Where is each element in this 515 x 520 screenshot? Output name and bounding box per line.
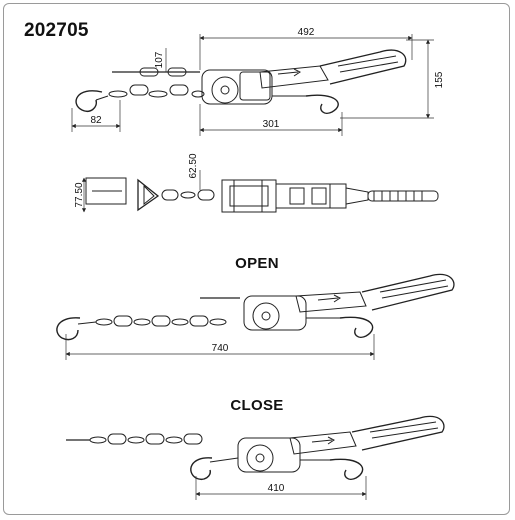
drawing-frame: [3, 3, 510, 515]
open-label: OPEN: [235, 255, 279, 272]
open-dimensions: [65, 334, 375, 360]
dim-740: 740: [212, 343, 229, 354]
middle-dimensions: [81, 170, 201, 213]
open-view: [56, 273, 455, 341]
close-label: CLOSE: [230, 397, 284, 414]
close-dimensions: [195, 476, 367, 500]
dim-492: 492: [298, 27, 315, 38]
close-view: [66, 415, 445, 480]
dim-155: 155: [434, 71, 445, 88]
model-number: 202705: [24, 20, 89, 41]
dim-77-50: 77.50: [74, 182, 85, 207]
middle-plan-view: [85, 177, 439, 213]
dim-301: 301: [263, 119, 280, 130]
dim-107: 107: [154, 51, 165, 68]
dim-410: 410: [268, 483, 285, 494]
dim-82: 82: [90, 115, 102, 126]
top-side-view: [75, 49, 407, 114]
top-dimensions: [71, 34, 434, 136]
dim-62-50: 62.50: [188, 153, 199, 178]
